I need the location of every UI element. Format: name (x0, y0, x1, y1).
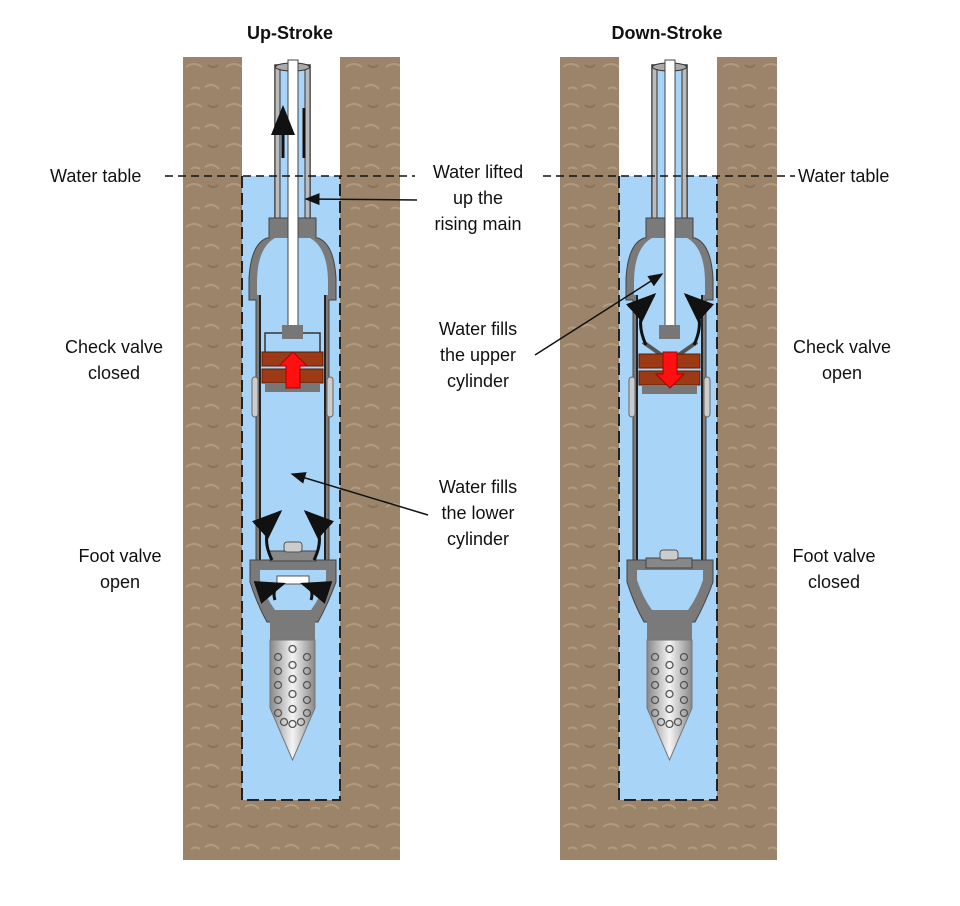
label-foot-closed-1: Foot valve (792, 546, 875, 566)
label-upper-cyl-2: the upper (440, 345, 516, 365)
label-water-table-left: Water table (50, 166, 141, 186)
label-upper-cyl-1: Water fills (439, 319, 517, 339)
label-foot-open-2: open (100, 572, 140, 592)
pointer-arrows (290, 193, 664, 516)
flow-arrows-lower (251, 509, 335, 604)
label-foot-open-1: Foot valve (78, 546, 161, 566)
label-upper-cyl-3: cylinder (447, 371, 509, 391)
title-up-stroke: Up-Stroke (247, 23, 333, 43)
label-water-table-right: Water table (798, 166, 889, 186)
flow-up-arrows (283, 108, 304, 158)
label-water-lifted-1: Water lifted (433, 162, 523, 182)
title-down-stroke: Down-Stroke (611, 23, 722, 43)
label-lower-cyl-3: cylinder (447, 529, 509, 549)
labels: Water lifted up the rising main Check va… (65, 162, 891, 592)
label-check-closed-2: closed (88, 363, 140, 383)
label-water-lifted-3: rising main (434, 214, 521, 234)
label-lower-cyl-2: the lower (441, 503, 514, 523)
up-stroke-parts (251, 59, 335, 604)
flow-arrows-upper (625, 292, 715, 346)
label-water-lifted-2: up the (453, 188, 503, 208)
label-check-closed-1: Check valve (65, 337, 163, 357)
label-check-open-2: open (822, 363, 862, 383)
label-check-open-1: Check valve (793, 337, 891, 357)
label-lower-cyl-1: Water fills (439, 477, 517, 497)
piston-down-arrow (654, 351, 686, 389)
piston-up-arrow (277, 351, 309, 389)
label-foot-closed-2: closed (808, 572, 860, 592)
down-stroke-parts (625, 59, 715, 569)
